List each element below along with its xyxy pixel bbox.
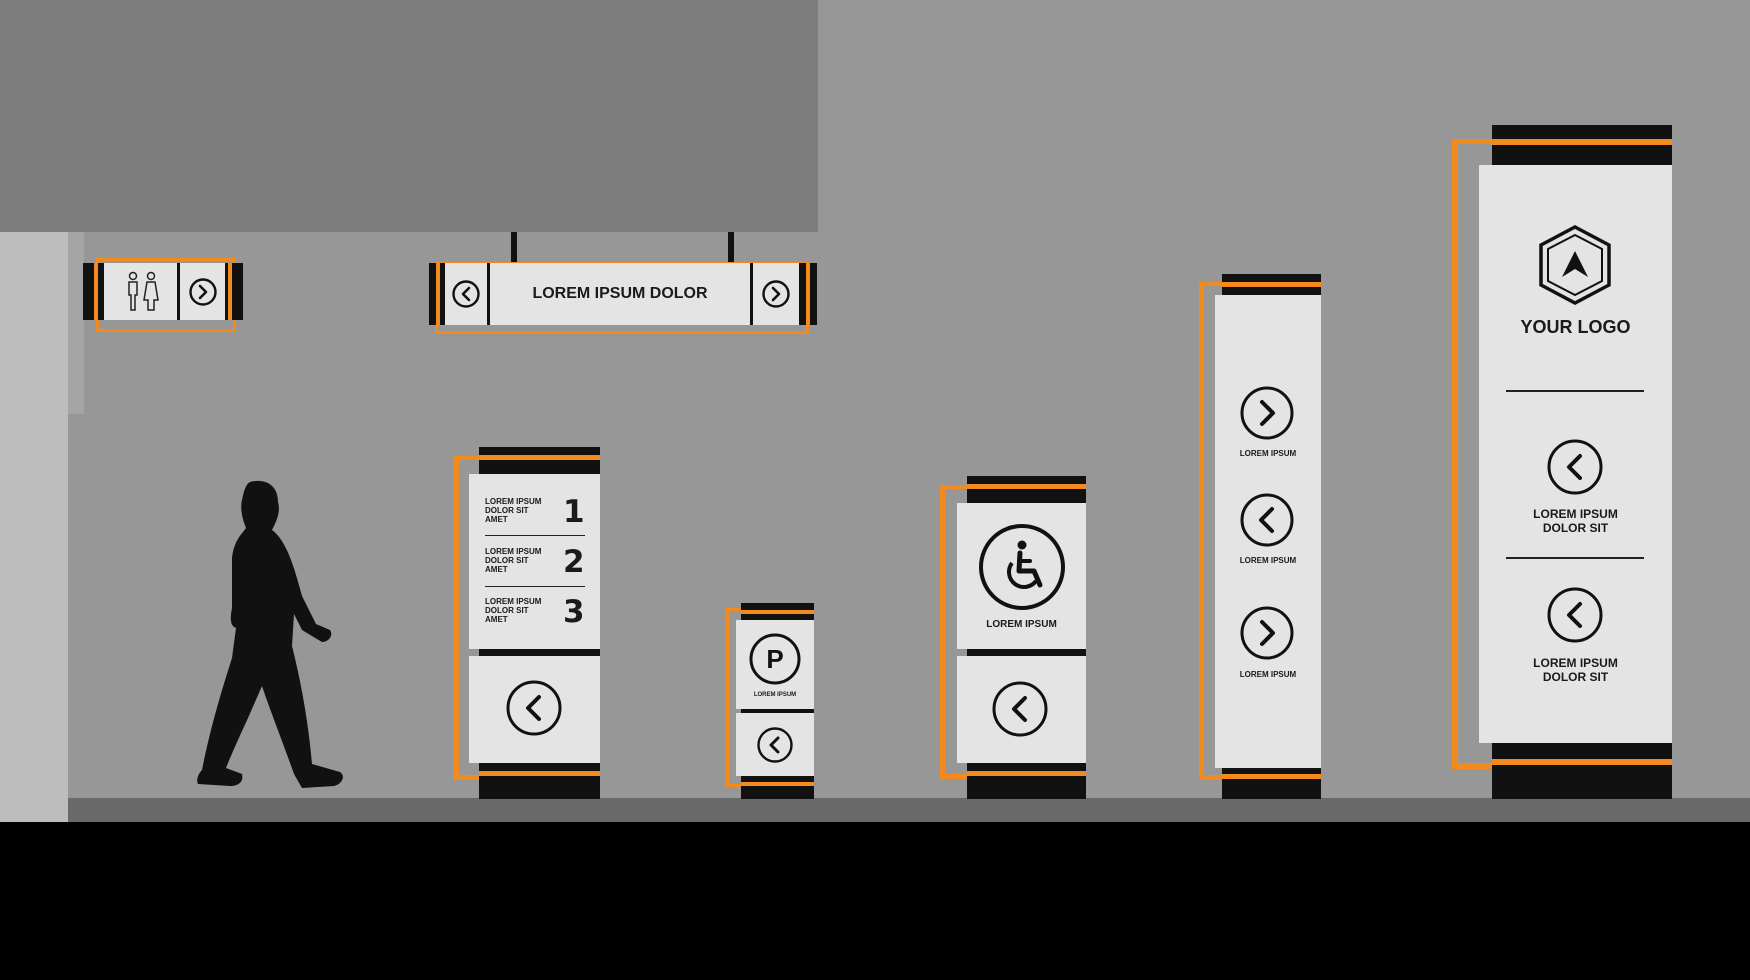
logo-tower-caption: LOREM IPSUM DOLOR SIT <box>1533 656 1618 684</box>
arrow-tower-caption: LOREM IPSUM <box>1239 449 1297 458</box>
directory-divider <box>485 586 585 587</box>
arrow-left-circle-icon <box>1547 587 1603 643</box>
hanging-rod-right <box>728 232 734 265</box>
arrow-left-circle-icon <box>1240 493 1294 547</box>
accessible-sign: LOREM IPSUM <box>957 476 1086 799</box>
directory-row-text: LOREM IPSUM DOLOR SIT AMET <box>485 497 542 524</box>
floor-edge <box>68 798 1750 822</box>
arrow-left-circle-icon <box>1547 439 1603 495</box>
walking-person-silhouette <box>197 480 343 788</box>
arrow-left-circle-icon <box>757 727 793 763</box>
hanging-sign-label: LOREM IPSUM DOLOR <box>532 285 708 302</box>
floor <box>0 822 1750 980</box>
accessible-caption: LOREM IPSUM <box>986 619 1057 630</box>
arrow-left-circle-icon <box>992 681 1048 737</box>
directory-row-number: 3 <box>563 594 585 630</box>
arrow-right-circle-icon <box>1240 386 1294 440</box>
arrow-right-circle-icon <box>762 280 790 308</box>
parking-icon: P <box>749 633 801 685</box>
arrow-left-circle-icon <box>506 680 562 736</box>
logo-text: YOUR LOGO <box>1520 317 1631 337</box>
arrow-right-circle-icon <box>1240 606 1294 660</box>
arrow-left-circle-icon <box>452 280 480 308</box>
logo-tower-divider <box>1506 390 1644 392</box>
parking-symbol: P <box>766 644 783 674</box>
arrow-right-circle-icon <box>189 278 217 306</box>
directory-row-number: 2 <box>563 544 585 580</box>
arrow-tower-caption: LOREM IPSUM <box>1239 670 1297 679</box>
hanging-sign: LOREM IPSUM DOLOR <box>429 263 817 325</box>
ceiling-soffit <box>0 0 818 232</box>
logo-tower: YOUR LOGO LOREM IPSUM DOLOR SIT LOREM IP… <box>1479 125 1672 799</box>
parking-sign: P LOREM IPSUM <box>736 603 814 799</box>
arrow-tower: LOREM IPSUM LOREM IPSUM LOREM IPSUM <box>1215 274 1321 799</box>
wheelchair-icon <box>979 524 1065 610</box>
directory-row-text: LOREM IPSUM DOLOR SIT AMET <box>485 597 542 624</box>
hexagon-logo-icon <box>1539 225 1611 305</box>
directory-row-text: LOREM IPSUM DOLOR SIT AMET <box>485 547 542 574</box>
pillar <box>0 232 68 822</box>
restroom-icon <box>128 271 159 311</box>
directory-divider <box>485 535 585 536</box>
hanging-rod-left <box>511 232 517 265</box>
arrow-tower-caption: LOREM IPSUM <box>1239 556 1297 565</box>
parking-caption: LOREM IPSUM <box>753 692 797 698</box>
logo-tower-caption: LOREM IPSUM DOLOR SIT <box>1533 507 1618 535</box>
restroom-sign <box>83 263 243 320</box>
directory-sign: LOREM IPSUM DOLOR SIT AMET 1 LOREM IPSUM… <box>469 447 600 799</box>
pillar-shadow <box>66 232 84 414</box>
directory-row-number: 1 <box>563 494 585 530</box>
logo-tower-divider <box>1506 557 1644 559</box>
